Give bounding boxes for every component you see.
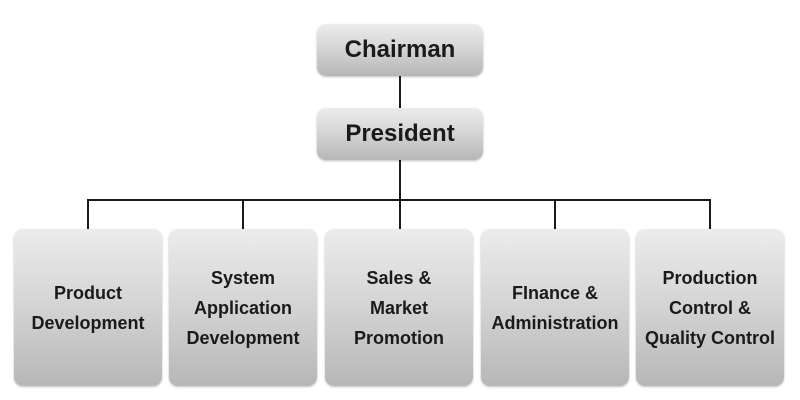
department-label: FInance & Administration [491,282,619,333]
department-label: Sales & Market Promotion [354,267,444,348]
president-box: President [317,108,483,160]
department-label: System Application Development [186,267,300,348]
department-finance-administration: FInance & Administration [481,229,629,386]
department-label: Production Control & Quality Control [645,267,775,348]
department-product-development: Product Development [14,229,162,386]
department-production-quality-control: Production Control & Quality Control [636,229,784,386]
department-label: Product Development [31,282,145,333]
department-system-application-development: System Application Development [169,229,317,386]
chairman-box: Chairman [317,24,483,76]
president-label: President [345,120,455,147]
chairman-label: Chairman [344,36,456,63]
department-sales-market-promotion: Sales & Market Promotion [325,229,473,386]
